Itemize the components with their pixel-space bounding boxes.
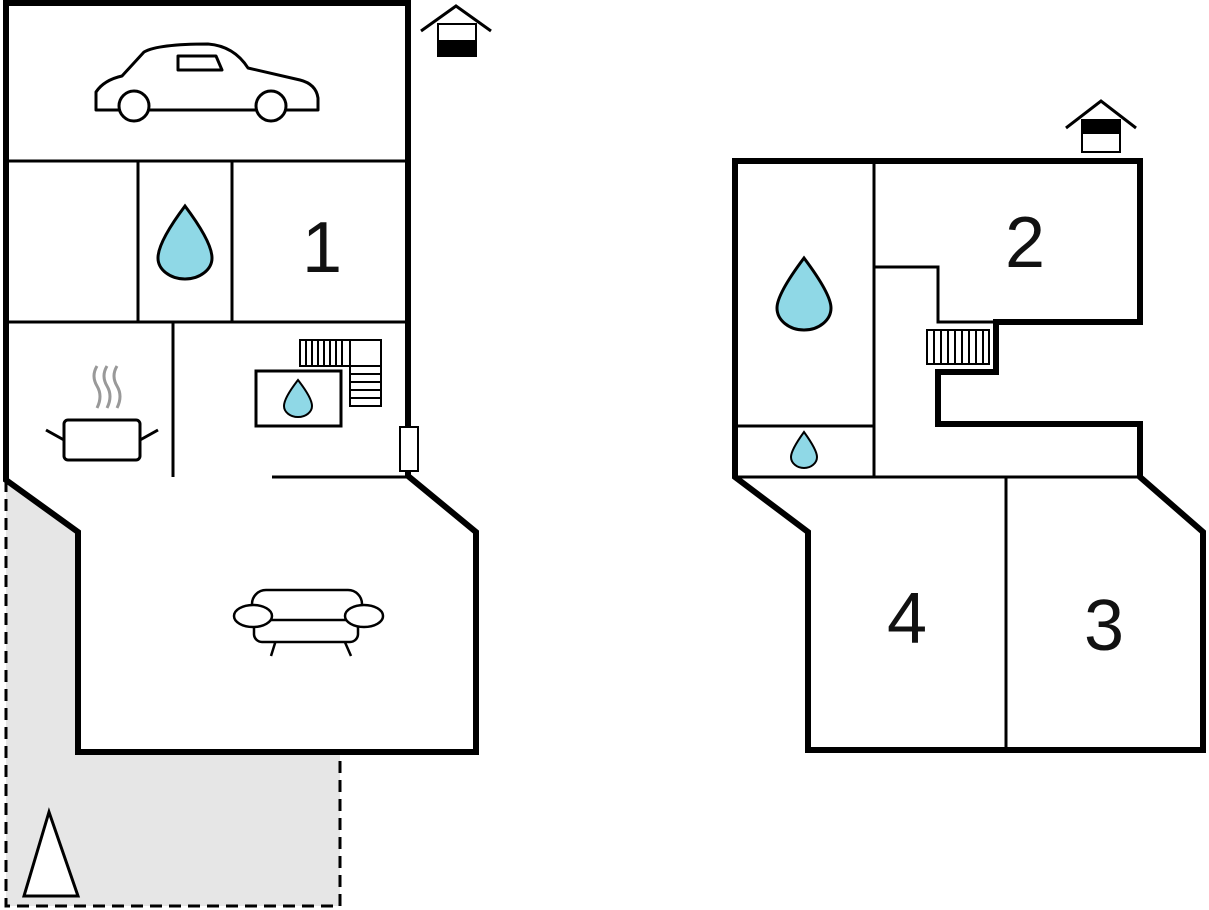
terrace-outline: [4, 480, 342, 908]
room-number-3: 3: [1084, 586, 1124, 666]
sofa-icon: [232, 588, 385, 657]
upper-floor: 2 4 3: [732, 99, 1206, 753]
upper-floor-outer-wall: [732, 158, 1206, 753]
closet-wall: [874, 265, 996, 324]
water-drop-icon: [789, 430, 819, 469]
terrace: [6, 480, 340, 906]
stairs-icon: [299, 339, 382, 407]
room-number-2: 2: [1005, 203, 1045, 283]
water-drop-icon: [282, 378, 314, 418]
north-arrow-icon: [21, 807, 81, 898]
entrance-icon: [1065, 99, 1137, 153]
cooking-pot-icon: [45, 365, 159, 462]
ground-floor: 1: [2, 0, 492, 908]
door: [399, 426, 419, 472]
room-number-4: 4: [887, 579, 927, 659]
room-number-1: 1: [302, 208, 342, 288]
car-icon: [94, 42, 320, 123]
water-drop-icon: [156, 203, 214, 281]
water-drop-icon: [775, 255, 833, 332]
entrance-icon: [420, 4, 492, 57]
stairs-icon: [926, 329, 990, 365]
ground-floor-outer-wall: [2, 0, 479, 755]
